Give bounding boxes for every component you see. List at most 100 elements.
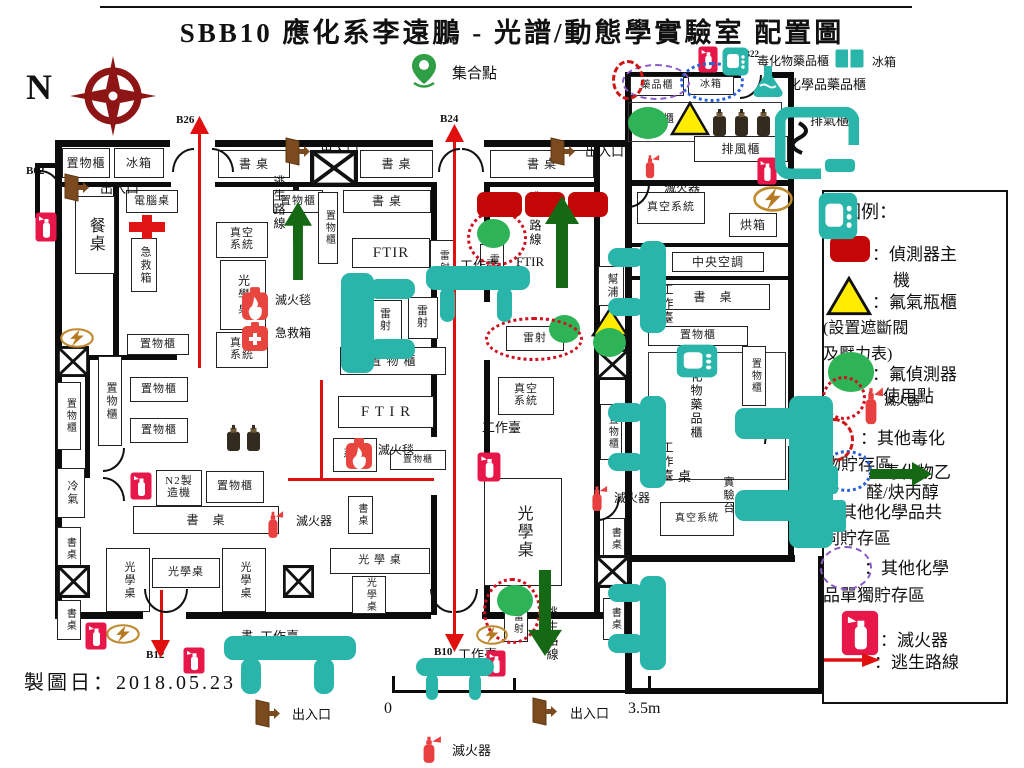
room-box: 書 桌	[490, 150, 594, 178]
workbench-part	[735, 408, 796, 439]
room-box: 中央空調	[672, 252, 764, 272]
wall	[484, 182, 594, 187]
stairwell-box-icon	[310, 150, 358, 186]
toxic-cabinet-icon	[818, 192, 858, 240]
wall	[788, 72, 794, 422]
exit-door-icon	[253, 697, 280, 728]
room-box: 書 桌	[133, 506, 279, 534]
text-label: 實驗台	[722, 476, 734, 515]
room-box: 書 桌	[656, 284, 770, 310]
workbench-part	[341, 273, 375, 373]
workbench-part	[639, 241, 666, 333]
green-arrow-up-icon	[545, 196, 579, 288]
door-arc	[456, 589, 478, 613]
fire-extinguisher-icon	[262, 508, 284, 540]
door-arc	[438, 148, 460, 172]
text-label: 滅火毯	[378, 443, 415, 457]
wall	[55, 612, 143, 619]
fire-extinguisher-icon	[640, 152, 660, 180]
wall	[625, 180, 790, 186]
fluorine-detector-icon	[628, 107, 668, 139]
detector-main-unit-icon	[830, 236, 870, 262]
room-box: 冰箱	[114, 148, 164, 178]
workbench-mark	[608, 241, 666, 333]
green-arrow-right-icon	[870, 462, 932, 486]
text-label: 冰箱	[872, 55, 897, 69]
wall	[392, 676, 395, 693]
door-arc	[172, 148, 194, 172]
text-label: N	[26, 67, 52, 107]
wall	[113, 182, 119, 358]
compass-rose-icon	[70, 56, 156, 136]
room-box: 書 桌	[360, 150, 433, 178]
wall	[85, 358, 90, 478]
room-box: 光學桌	[352, 576, 386, 614]
wall	[768, 72, 792, 78]
separate-storage-circle	[820, 546, 872, 590]
workbench-part	[439, 287, 456, 322]
fire-extinguisher-icon	[858, 383, 884, 427]
room-box: 置物櫃	[390, 450, 446, 470]
text-label: 出入口	[100, 181, 140, 196]
workbench-part	[608, 453, 644, 472]
text-label: 滅火器	[664, 181, 701, 195]
legend-text: ：氟氣瓶櫃	[872, 293, 957, 312]
room-box: FTIR	[352, 238, 430, 268]
fire-extinguisher-icon	[130, 472, 152, 500]
room-box: 書 桌	[343, 190, 431, 213]
text-label: B22	[744, 49, 760, 59]
wall	[648, 676, 651, 693]
room-box: 急救箱	[131, 238, 157, 292]
wall	[392, 690, 650, 693]
exit-door-icon	[548, 135, 575, 166]
room-box: 置物櫃	[57, 382, 81, 450]
text-label: 滅火器	[614, 491, 651, 505]
escape-route-arrow-icon	[824, 652, 880, 668]
exit-door-icon	[530, 695, 557, 726]
room-box: 真空 系統	[216, 222, 268, 258]
room-box: 置物櫃	[98, 356, 122, 446]
text-label: 滅火毯	[275, 293, 312, 307]
fire-extinguisher-icon	[586, 483, 608, 513]
workbench-mark	[426, 266, 530, 322]
wall	[625, 72, 632, 562]
room-box: 置物櫃	[62, 148, 110, 178]
workbench-mark	[735, 396, 833, 548]
legend-text: ：其他化學	[864, 559, 949, 578]
room-box: 光學桌	[484, 478, 562, 586]
exit-door-icon	[283, 135, 310, 166]
toxic-cabinet-icon	[722, 47, 749, 76]
workbench-mark	[341, 273, 415, 373]
electrical-outlet-icon	[476, 625, 508, 645]
legend-text: ：偵測器主	[872, 245, 957, 264]
text-label: 出入口	[570, 706, 610, 721]
workbench-mark	[608, 576, 666, 670]
room-box: 光學桌	[152, 558, 220, 588]
wall	[55, 140, 62, 618]
room-box: 書桌	[57, 527, 81, 571]
room-box: 雷 射	[370, 300, 402, 342]
text-label: 0	[384, 700, 392, 717]
fume-hood-icon	[775, 107, 859, 179]
legend-text: ：使用點	[866, 387, 934, 406]
room-box: 置物櫃	[206, 471, 264, 503]
room-box: 電腦桌	[126, 190, 178, 213]
escape-route-line	[198, 132, 201, 368]
text-label: 滅火器	[296, 514, 333, 528]
gas-cylinder-icon	[755, 107, 772, 137]
wall	[625, 688, 823, 694]
workbench-mark	[416, 658, 494, 700]
text-label: 毒化物藥品櫃	[757, 54, 830, 68]
door-arc	[103, 448, 125, 472]
door-arc	[103, 477, 125, 501]
fluorine-cylinder-cabinet-icon	[826, 276, 872, 316]
workbench-part	[608, 583, 644, 603]
legend-text: 品單獨貯存區	[823, 586, 925, 605]
wall	[482, 612, 625, 619]
legend-text: ：逃生路線	[874, 653, 959, 672]
workbench-mark	[224, 636, 356, 694]
room-box: N2製 造機	[156, 470, 202, 506]
text-label: 化學品藥品櫃	[788, 77, 867, 92]
text-label: 滅火器	[452, 743, 492, 758]
exit-door-icon	[62, 171, 89, 202]
